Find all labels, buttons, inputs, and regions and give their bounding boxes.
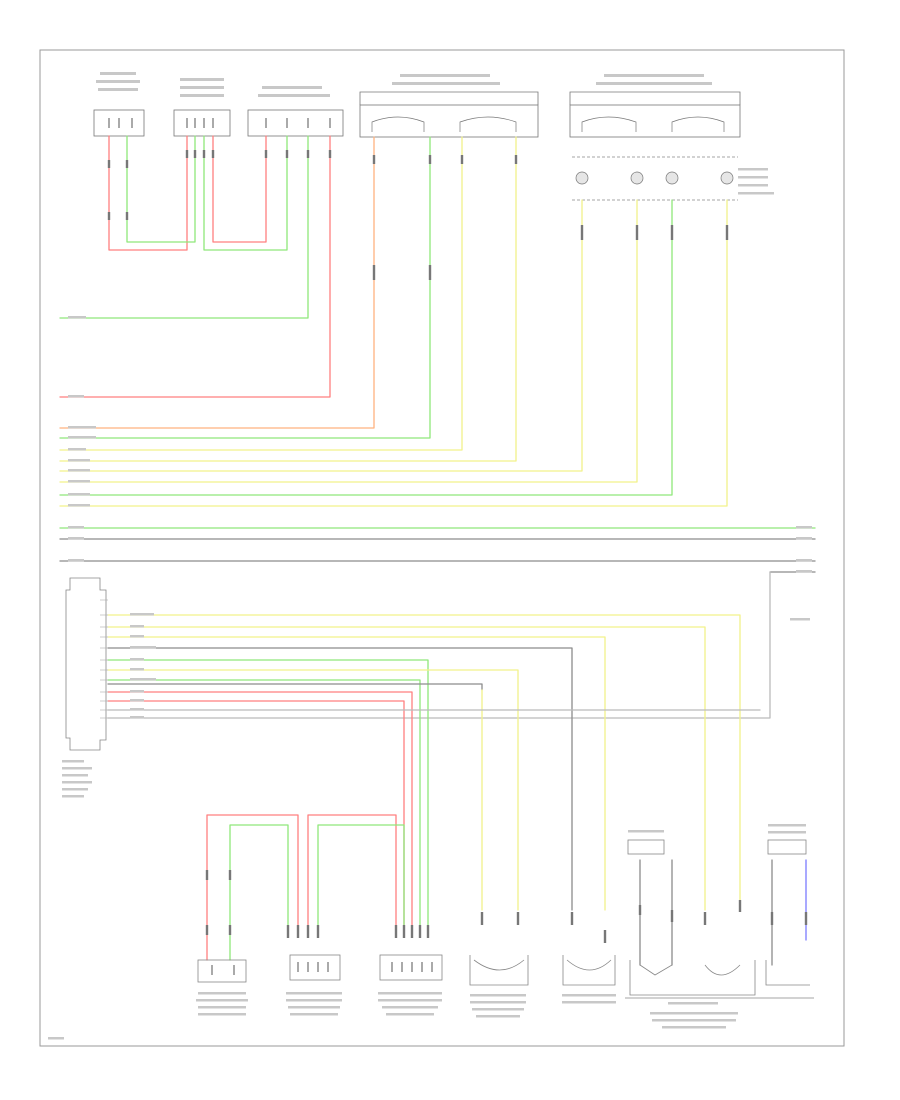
wire-red-long [59, 135, 331, 398]
wire-red-5 [206, 814, 299, 961]
bottom-pins [211, 962, 433, 975]
wire-green-2 [59, 136, 431, 439]
sensor-box-2 [289, 954, 341, 981]
sensor-box-3 [379, 954, 443, 981]
junction-pins [100, 599, 108, 719]
wire-gray-ret [107, 571, 771, 719]
wire-green-5 [107, 679, 421, 931]
connector-pins-top [108, 118, 331, 128]
wire-yellow-8 [107, 636, 606, 911]
module-box-left [359, 104, 539, 138]
wire-gray-5 [107, 683, 483, 691]
mat-switch [639, 964, 741, 976]
buckle-switch-1 [469, 955, 529, 986]
wire-yellow-3 [59, 199, 583, 472]
wire-yellow-4 [59, 199, 638, 483]
page-frame [39, 49, 845, 1047]
wire-yellow-6 [107, 614, 741, 911]
squib-4 [720, 171, 734, 185]
wire-yellow-9 [107, 669, 519, 911]
wire-green-4 [107, 659, 429, 931]
wire-gray-4 [107, 647, 573, 911]
wire-green-7 [317, 824, 405, 931]
wire-yellow-7 [107, 626, 706, 911]
wire-yellow-1 [59, 136, 463, 451]
junction-connector [65, 577, 107, 751]
squib-3 [665, 171, 679, 185]
wire-red-3 [107, 691, 413, 931]
seat-module-outline [629, 960, 756, 996]
top-components [93, 91, 741, 138]
sensor-box-1 [197, 959, 247, 983]
bottom-components [197, 839, 814, 999]
module-internals [371, 116, 725, 132]
wire-red-6 [307, 814, 397, 931]
connector-box-3 [247, 109, 344, 137]
wire-red-loop-2 [212, 135, 267, 243]
wire-green-loop-2 [203, 135, 288, 251]
connector-box-1 [93, 109, 145, 137]
wire-orange-1 [59, 136, 375, 429]
faint-label-marks [48, 72, 812, 1040]
wire-yellow-5 [59, 199, 728, 507]
wire-green-loop-1 [126, 135, 196, 243]
squib-1 [575, 171, 589, 185]
airbag-module-bracket [569, 91, 741, 105]
wire-green-6 [229, 824, 289, 961]
wire-yellow-2 [59, 136, 517, 462]
wire-green-3 [59, 199, 673, 496]
wire-green-long [59, 135, 309, 319]
inline-connectors [107, 150, 808, 943]
component-top-right-1 [627, 839, 665, 855]
module-box-right [569, 104, 741, 138]
occupant-sensor [765, 960, 810, 986]
seat-belt-module-bracket [359, 91, 539, 105]
squib-2 [630, 171, 644, 185]
buckle-switch-2 [562, 955, 616, 986]
wire-red-loop-1 [108, 135, 188, 251]
component-top-right-2 [767, 839, 807, 855]
squib-group [572, 156, 738, 201]
connector-box-2 [173, 109, 231, 137]
